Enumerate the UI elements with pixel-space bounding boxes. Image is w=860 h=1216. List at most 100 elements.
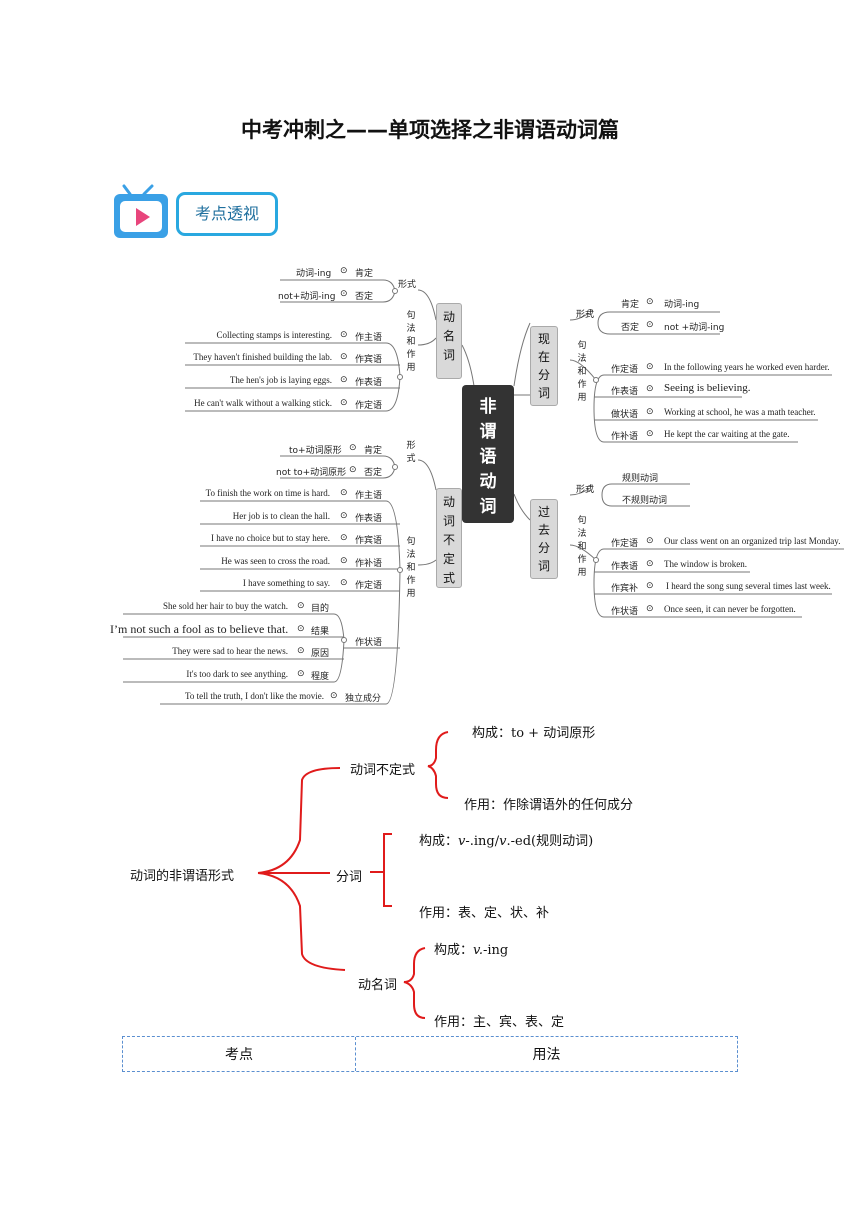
inf-example: He was seen to cross the road. — [221, 556, 330, 566]
present-role: 做状语 — [611, 410, 639, 420]
present-form: 形式 — [576, 310, 595, 320]
past-form-irregular: 不规则动词 — [622, 496, 668, 506]
present-syntax: 句法和作用 — [577, 341, 587, 403]
gerund-example: Collecting stamps is interesting. — [216, 330, 333, 340]
gerund-form-pos: 肯定 — [355, 269, 374, 279]
past-form: 形式 — [576, 485, 595, 495]
inf-adv-role: 原因 — [311, 649, 330, 659]
section-badge: 考点透视 — [176, 192, 278, 236]
bullet-icon: ⊙ — [646, 604, 654, 614]
tree-part-form: 构成：v-.ing/v.-ed(规则动词) — [419, 834, 594, 849]
inf-form-pos: 肯定 — [364, 446, 383, 456]
bullet-icon: ⊙ — [646, 429, 654, 439]
inf-role: 作定语 — [355, 581, 383, 591]
bullet-icon: ⊙ — [340, 556, 348, 566]
bullet-icon: ⊙ — [646, 362, 654, 372]
bullet-icon: ⊙ — [340, 533, 348, 543]
inf-adverbial: 作状语 — [355, 638, 383, 648]
inf-independent-example: To tell the truth, I don't like the movi… — [185, 691, 324, 701]
present-role: 作表语 — [611, 387, 639, 397]
inf-role: 作主语 — [355, 491, 383, 501]
inf-example: Her job is to clean the hall. — [232, 511, 330, 521]
past-example: I heard the song sung several times last… — [666, 581, 831, 591]
gerund-form-neg: 否定 — [355, 292, 374, 302]
present-example: Seeing is believing. — [664, 382, 751, 394]
past-role: 作宾补 — [611, 584, 639, 594]
inf-independent: 独立成分 — [345, 694, 382, 704]
inf-adv-example: They were sad to hear the news. — [172, 646, 288, 656]
bullet-icon: ⊙ — [340, 578, 348, 588]
tree-gerund: 动名词 — [358, 978, 398, 993]
bullet-icon: ⊙ — [349, 465, 357, 475]
gerund-role: 作主语 — [355, 333, 383, 343]
bullet-icon: ⊙ — [340, 289, 348, 299]
present-role: 作定语 — [611, 365, 639, 375]
bullet-icon: ⊙ — [340, 375, 348, 385]
inf-example: I have no choice but to stay here. — [211, 533, 330, 543]
present-form-pos: 肯定 — [621, 300, 640, 310]
past-role: 作状语 — [611, 607, 639, 617]
gerund-form: 形式 — [398, 280, 417, 290]
gerund-form-neg-ex: not+动词-ing — [278, 292, 336, 302]
inf-example: I have something to say. — [242, 578, 330, 588]
bullet-icon: ⊙ — [340, 330, 348, 340]
inf-role: 作补语 — [355, 559, 383, 569]
gerund-syntax: 句法和作用 — [406, 311, 416, 373]
inf-example: To finish the work on time is hard. — [205, 488, 330, 498]
bullet-icon: ⊙ — [349, 443, 357, 453]
bullet-icon: ⊙ — [646, 320, 654, 330]
bullet-icon: ⊙ — [340, 398, 348, 408]
past-syntax: 句法和作用 — [577, 516, 587, 578]
past-participle-node: 过 去 分 词 — [530, 499, 558, 579]
gerund-example: They haven't finished building the lab. — [193, 352, 332, 362]
present-example: In the following years he worked even ha… — [664, 362, 830, 372]
past-example: Once seen, it can never be forgotten. — [664, 604, 796, 614]
past-role: 作定语 — [611, 539, 639, 549]
bullet-icon: ⊙ — [646, 536, 654, 546]
present-participle-node: 现 在 分 词 — [530, 326, 558, 406]
gerund-role: 作宾语 — [355, 355, 383, 365]
inf-adv-role: 程度 — [311, 672, 330, 682]
present-example: He kept the car waiting at the gate. — [664, 429, 790, 439]
bullet-icon: ⊙ — [646, 407, 654, 417]
gerund-role: 作定语 — [355, 401, 383, 411]
past-example: Our class went on an organized trip last… — [664, 536, 841, 546]
inf-role: 作宾语 — [355, 536, 383, 546]
tree-ger-form: 构成：v.-ing — [434, 943, 509, 958]
past-example: The window is broken. — [664, 559, 747, 569]
bullet-icon: ⊙ — [646, 297, 654, 307]
inf-form-neg: 否定 — [364, 468, 383, 478]
inf-adv-role: 结果 — [311, 627, 330, 637]
bullet-icon: ⊙ — [330, 691, 338, 701]
page-title: 中考冲刺之——单项选择之非谓语动词篇 — [241, 118, 619, 142]
bullet-icon: ⊙ — [297, 669, 305, 679]
present-form-neg-ex: not +动词-ing — [664, 323, 725, 333]
center-node: 非 谓 语 动 词 — [462, 385, 514, 523]
gerund-example: The hen's job is laying eggs. — [229, 375, 332, 385]
table-header-row: 考点 用法 — [122, 1036, 738, 1072]
tree-root: 动词的非谓语形式 — [130, 869, 235, 884]
bullet-icon: ⊙ — [340, 488, 348, 498]
tv-icon — [114, 184, 168, 238]
bullet-icon: ⊙ — [297, 646, 305, 656]
inf-role: 作表语 — [355, 514, 383, 524]
tree-infinitive: 动词不定式 — [350, 763, 416, 778]
inf-adv-example: She sold her hair to buy the watch. — [163, 601, 288, 611]
bullet-icon: ⊙ — [646, 581, 654, 591]
gerund-example: He can't walk without a walking stick. — [194, 398, 332, 408]
inf-adv-example: I’m not such a fool as to believe that. — [110, 622, 289, 636]
bullet-icon: ⊙ — [340, 511, 348, 521]
bullet-icon: ⊙ — [646, 384, 654, 394]
tree-part-use: 作用：表、定、状、补 — [419, 906, 550, 921]
gerund-form-pos-ex: 动词-ing — [296, 269, 332, 279]
inf-adv-example: It's too dark to see anything. — [186, 669, 288, 679]
table-header-kaodian: 考点 — [123, 1037, 356, 1071]
tree-participle: 分词 — [336, 870, 363, 885]
inf-form-neg-ex: not to+动词原形 — [276, 468, 347, 478]
inf-adv-role: 目的 — [311, 604, 330, 614]
table-header-yongfa: 用法 — [532, 1047, 561, 1063]
tree-inf-use: 作用：作除谓语外的任何成分 — [464, 798, 634, 813]
past-role: 作表语 — [611, 562, 639, 572]
bullet-icon: ⊙ — [297, 601, 305, 611]
infinitive-form: 形式 — [406, 441, 416, 464]
